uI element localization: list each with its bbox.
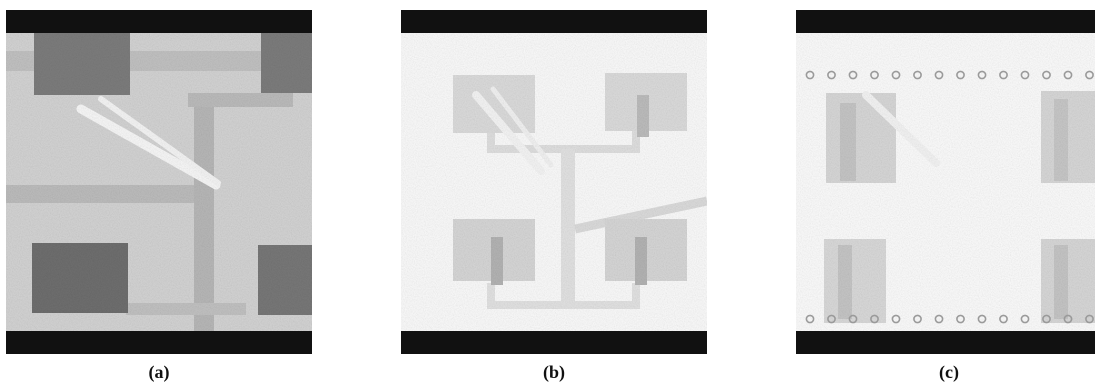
caption-c: (c) [939, 362, 959, 382]
via-hole [956, 314, 965, 324]
via-hole [999, 314, 1008, 324]
via-hole [1020, 70, 1030, 80]
caption-b: (b) [543, 362, 565, 382]
via-hole [913, 314, 922, 324]
via-hole [805, 314, 815, 324]
via-hole [1085, 314, 1094, 324]
via-hole [934, 314, 944, 324]
via-hole [977, 314, 987, 324]
via-hole [827, 70, 836, 80]
via-hole [827, 314, 836, 324]
via-hole [891, 314, 901, 324]
via-hole [891, 70, 901, 80]
via-hole [1085, 70, 1094, 80]
via-hole [934, 70, 944, 80]
micrograph-image-b [401, 33, 707, 331]
micrograph-image-a [6, 33, 312, 331]
micrograph-panel-c [796, 10, 1095, 354]
via-hole [999, 70, 1008, 80]
via-hole [1042, 70, 1051, 80]
via-hole [870, 70, 879, 80]
via-hole [977, 70, 987, 80]
micrograph-image-c [796, 33, 1095, 331]
via-hole [870, 314, 879, 324]
micrograph-panel-a [6, 10, 312, 354]
via-hole [1063, 70, 1073, 80]
via-hole [805, 70, 815, 80]
caption-a: (a) [148, 362, 170, 382]
micrograph-panel-b [401, 10, 707, 354]
via-hole [913, 70, 922, 80]
via-hole [848, 314, 858, 324]
via-hole [1063, 314, 1073, 324]
via-hole [1020, 314, 1030, 324]
via-hole [848, 70, 858, 80]
via-hole [956, 70, 965, 80]
via-hole [1042, 314, 1051, 324]
